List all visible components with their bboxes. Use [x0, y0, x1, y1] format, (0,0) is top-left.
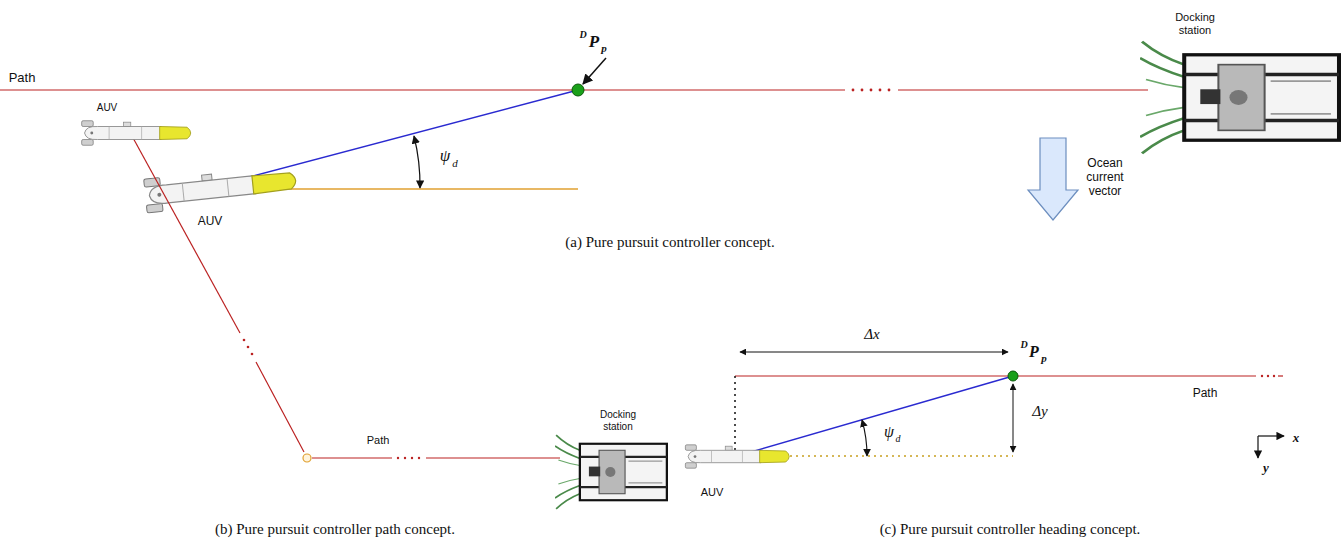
vehicle-label: AUV	[97, 102, 118, 114]
frame-superscript: D	[579, 29, 586, 41]
path-line	[256, 362, 304, 452]
auv-vehicle	[144, 163, 298, 213]
point-subscript: p	[1041, 352, 1047, 365]
path-line	[426, 457, 560, 458]
path-dots	[397, 457, 420, 459]
subcaption: (a) Pure pursuit controller concept.	[565, 234, 775, 251]
frame-superscript: D	[1020, 339, 1027, 351]
panel-c	[685, 352, 1284, 468]
path-line	[132, 136, 240, 333]
subcaption: (b) Pure pursuit controller path concept…	[215, 521, 455, 538]
pursuit-point	[572, 84, 584, 96]
pursuit-line	[737, 376, 1013, 456]
current-label: Ocean current vector	[1077, 157, 1133, 198]
path-dots	[1261, 375, 1275, 377]
angle-symbol: ψ	[884, 423, 894, 441]
axis-arrow	[1257, 436, 1258, 458]
dimension-label: Δx	[864, 326, 879, 343]
docking-station	[555, 435, 667, 509]
vehicle-label: AUV	[198, 215, 223, 229]
dotted-guide	[760, 455, 1013, 457]
subcaption: (c) Pure pursuit controller heading conc…	[880, 521, 1141, 538]
path-label: Path	[1193, 387, 1218, 401]
angle-subscript: d	[896, 433, 901, 445]
heading-line	[272, 188, 578, 190]
axis-label: x	[1293, 431, 1300, 446]
path-dots	[243, 339, 254, 356]
point-symbol: P	[1029, 343, 1039, 361]
station-label: Docking station	[588, 409, 648, 432]
path-line	[735, 375, 1256, 376]
docking-station	[1140, 42, 1339, 154]
path-label: Path	[367, 434, 390, 447]
path-label: Path	[9, 71, 36, 86]
pursuit-line	[215, 90, 578, 186]
angle-subscript: d	[452, 157, 458, 170]
panel-a	[0, 42, 1339, 220]
path-dots	[852, 89, 891, 92]
dimension-arrow	[1013, 384, 1014, 452]
panel-b	[82, 121, 667, 509]
vehicle-label: AUV	[701, 486, 724, 499]
path-line	[312, 457, 392, 458]
angle-arc	[414, 136, 420, 188]
angle-arc	[862, 420, 867, 456]
path-line	[898, 89, 1148, 90]
axis-label: y	[1263, 461, 1269, 476]
dimension-arrow	[740, 352, 1008, 353]
angle-symbol: ψ	[440, 146, 451, 166]
axis-arrow	[1258, 435, 1284, 436]
auv-vehicle	[685, 445, 789, 468]
waypoint	[303, 454, 311, 462]
dimension-label: Δy	[1032, 403, 1047, 420]
pursuit-point	[1008, 371, 1018, 381]
auv-vehicle	[82, 121, 191, 146]
leader-arrow	[583, 58, 606, 84]
current-arrow	[1028, 138, 1078, 220]
station-label: Docking station	[1165, 11, 1225, 36]
dotted-guide	[734, 376, 736, 450]
path-line	[0, 89, 845, 90]
point-symbol: P	[589, 32, 599, 52]
point-subscript: p	[601, 42, 607, 55]
